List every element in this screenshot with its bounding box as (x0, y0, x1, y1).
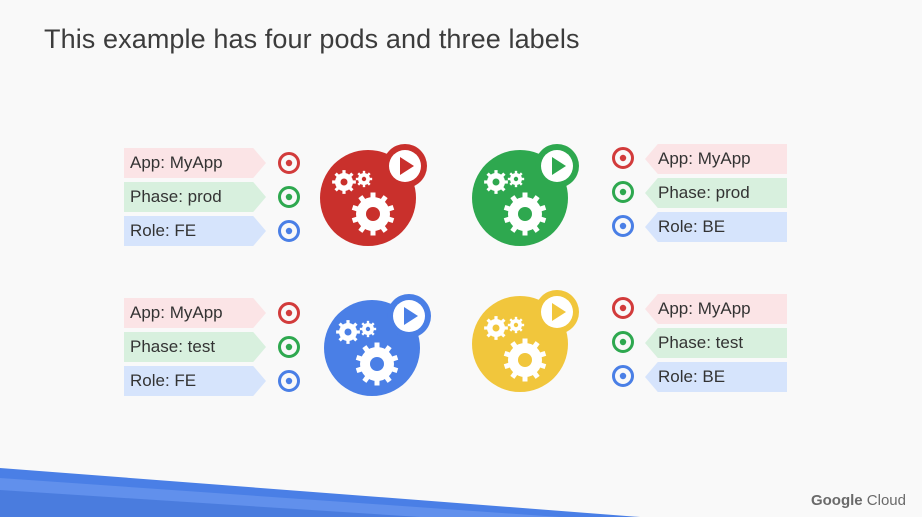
pod-1-role-label: Role: FE (124, 216, 266, 246)
pod-4-role-label: Role: BE (645, 362, 787, 392)
pod-icon-yellow (472, 290, 579, 392)
pod-2-role-label: Role: BE (645, 212, 787, 242)
role-selector-icon (278, 370, 300, 392)
role-selector-icon (278, 220, 300, 242)
pod-icon-blue (324, 294, 431, 396)
pod-3-role-label: Role: FE (124, 366, 266, 396)
pod-1-phase-label: Phase: prod (124, 182, 266, 212)
pod-3-phase-label: Phase: test (124, 332, 266, 362)
pod-icon-red (320, 144, 427, 246)
phase-selector-icon (612, 331, 634, 353)
phase-selector-icon (278, 336, 300, 358)
pod-4-app-label: App: MyApp (645, 294, 787, 324)
role-selector-icon (612, 215, 634, 237)
app-selector-icon (278, 152, 300, 174)
brand-google-text: Google (810, 492, 863, 509)
role-selector-icon (612, 365, 634, 387)
app-selector-icon (612, 147, 634, 169)
app-selector-icon (612, 297, 634, 319)
pod-icon-green (472, 144, 579, 246)
phase-selector-icon (278, 186, 300, 208)
pod-1-app-label: App: MyApp (124, 148, 266, 178)
slide-title: This example has four pods and three lab… (44, 24, 580, 54)
google-cloud-logo: Google Cloud (811, 492, 906, 509)
brand-cloud-text: Cloud (866, 492, 906, 509)
pod-3-app-label: App: MyApp (124, 298, 266, 328)
app-selector-icon (278, 302, 300, 324)
phase-selector-icon (612, 181, 634, 203)
pod-2-app-label: App: MyApp (645, 144, 787, 174)
pod-4-phase-label: Phase: test (645, 328, 787, 358)
pod-2-phase-label: Phase: prod (645, 178, 787, 208)
